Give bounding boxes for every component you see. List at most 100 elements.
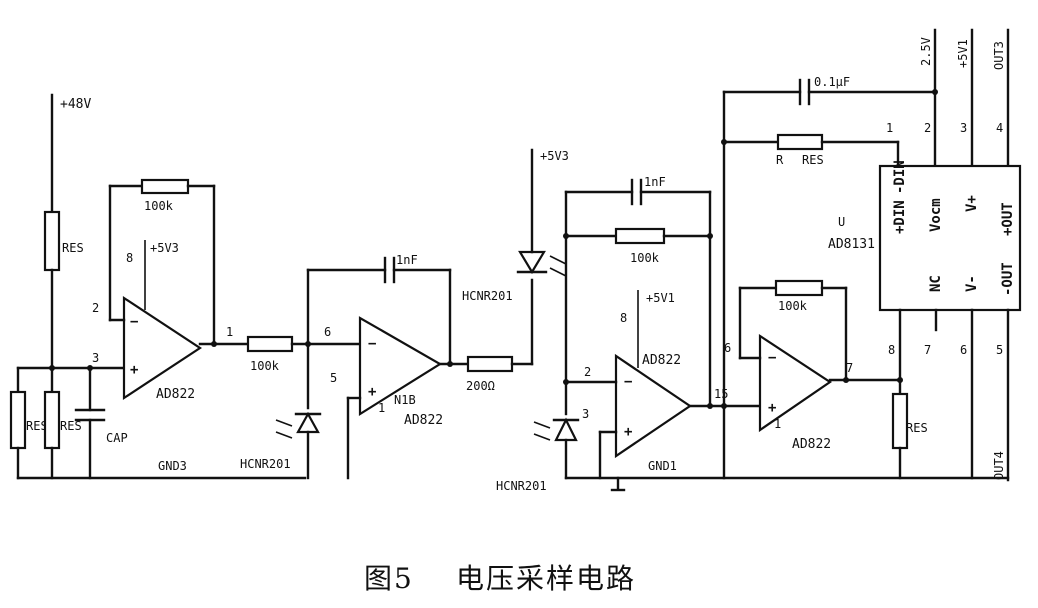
led-resistor-200-label: 200Ω bbox=[466, 379, 495, 393]
u1-feedback-resistor bbox=[140, 178, 190, 195]
ad822-buffer-triangle bbox=[122, 295, 203, 401]
ad8131-pin7-label: 7 bbox=[924, 343, 931, 357]
u4-pin7-label: 7 bbox=[846, 361, 853, 375]
u3-opamp-triangle bbox=[614, 353, 692, 459]
led-supply-label: +5V3 bbox=[540, 149, 569, 163]
output-pulldown-resistor bbox=[891, 392, 909, 450]
pin-nc-label: NC bbox=[928, 275, 944, 292]
divider-resistor-top-label: RES bbox=[62, 241, 84, 255]
u1-part-label: AD822 bbox=[156, 387, 195, 402]
opamp-n1b-stage: 6 HCNR201 1nF − + 5 1 N1B AD822 200Ω bbox=[240, 148, 569, 480]
n1b-plus-sign: + bbox=[368, 384, 376, 400]
u1-minus-sign: − bbox=[130, 314, 138, 330]
led-resistor-200 bbox=[466, 355, 514, 373]
u4-pin1-label: 1 bbox=[774, 417, 781, 431]
u3-plus-sign: + bbox=[624, 424, 632, 440]
u4-minus-sign: − bbox=[768, 350, 776, 366]
n1b-opamp-triangle bbox=[358, 316, 443, 416]
u4-opamp-triangle bbox=[758, 333, 832, 433]
ad8131-pin4-label: 4 bbox=[996, 121, 1003, 135]
r-res-designator: R bbox=[776, 153, 784, 167]
ad8131-part-label: AD8131 bbox=[828, 237, 875, 252]
photodiode-2-pin3-label: 3 bbox=[582, 407, 589, 421]
pin-vn-label: V- bbox=[964, 275, 980, 292]
divider-resistor-mid-label: RES bbox=[60, 419, 82, 433]
vplus-5v1-label: +5V1 bbox=[956, 39, 970, 68]
n1b-name-label: N1B bbox=[394, 393, 416, 407]
u1-pin8-label: 8 bbox=[126, 251, 133, 265]
r-res-resistor bbox=[776, 133, 824, 151]
divider-resistor-mid bbox=[43, 390, 61, 450]
n1b-minus-sign: − bbox=[368, 336, 376, 352]
u1-pin2-label: 2 bbox=[92, 301, 99, 315]
pin-dinp-label: +DIN bbox=[892, 200, 908, 234]
ad8131-pin1-label: 1 bbox=[886, 121, 893, 135]
node-3-label: 3 bbox=[92, 351, 99, 365]
out3-label: OUT3 bbox=[992, 41, 1006, 70]
u3-part-label: AD822 bbox=[642, 353, 681, 368]
photodiode-1-label: HCNR201 bbox=[240, 457, 291, 471]
gnd1-label: GND1 bbox=[648, 459, 677, 473]
u3-supply-label: +5V1 bbox=[646, 291, 675, 305]
led-part-label: HCNR201 bbox=[462, 289, 513, 303]
u3-feedback-cap-label: 1nF bbox=[644, 175, 666, 189]
pin-dinn-label: -DIN bbox=[892, 160, 908, 194]
pin-vp-label: V+ bbox=[964, 195, 980, 212]
r-res-label: RES bbox=[802, 153, 824, 167]
n1b-pin5-label: 5 bbox=[330, 371, 337, 385]
gnd3-label: GND3 bbox=[158, 459, 187, 473]
u3-feedback-resistor-label: 100k bbox=[630, 251, 660, 265]
u4-feedback-resistor-label: 100k bbox=[778, 299, 808, 313]
figure-caption: 图5 电压采样电路 bbox=[364, 562, 636, 595]
ad8131-pin5-label: 5 bbox=[996, 343, 1003, 357]
u4-pin6-label: 6 bbox=[724, 341, 731, 355]
photodiode-2 bbox=[554, 417, 578, 442]
pin-outn-label: -OUT bbox=[1000, 262, 1016, 296]
c01uf-label: 0.1μF bbox=[814, 75, 850, 89]
ad8131-pin2-label: 2 bbox=[924, 121, 931, 135]
u4-plus-sign: + bbox=[768, 400, 776, 416]
vref-2-5v-label: 2.5V bbox=[919, 37, 933, 66]
ad8131-designator: U bbox=[838, 215, 845, 229]
u1-supply-label: +5V3 bbox=[150, 241, 179, 255]
u4-feedback-resistor bbox=[774, 279, 824, 297]
u3-feedback-resistor bbox=[614, 227, 666, 245]
u3-minus-sign: − bbox=[624, 374, 632, 390]
u3-pin2-label: 2 bbox=[584, 365, 591, 379]
divider-resistor-left-label: RES bbox=[26, 419, 48, 433]
input-divider-stage: +48V RES 3 RES RES CAP GND3 bbox=[9, 93, 307, 480]
u3-pin8-label: 8 bbox=[620, 311, 627, 325]
divider-resistor-top bbox=[43, 210, 61, 272]
divider-resistor-left bbox=[9, 390, 27, 450]
series-resistor-100k bbox=[246, 335, 294, 353]
u1-plus-sign: + bbox=[130, 362, 138, 378]
series-resistor-100k-label: 100k bbox=[250, 359, 280, 373]
n1b-part-label: AD822 bbox=[404, 413, 443, 428]
u1-feedback-resistor-label: 100k bbox=[144, 199, 174, 213]
pin-outp-label: +OUT bbox=[1000, 202, 1016, 236]
filter-cap-label: CAP bbox=[106, 431, 128, 445]
u4-part-label: AD822 bbox=[792, 437, 831, 452]
u1-pin1-label: 1 bbox=[226, 325, 233, 339]
n1b-pin1-label: 1 bbox=[378, 401, 385, 415]
caption-title: 电压采样电路 bbox=[456, 562, 636, 595]
pin-vocm-label: Vocm bbox=[928, 198, 944, 232]
photodiode-2-label: HCNR201 bbox=[496, 479, 547, 493]
ad8131-chip bbox=[878, 164, 1022, 312]
differential-driver-stage: 0.1μF R RES 1 2 3 4 2.5V +5V1 OUT3 U AD8… bbox=[564, 28, 1022, 482]
ad8131-pin8-label: 8 bbox=[888, 343, 895, 357]
caption-figure-number: 图5 bbox=[364, 562, 414, 595]
u3-pin15-label: 15 bbox=[714, 387, 728, 401]
n1b-pin6-label: 6 bbox=[324, 325, 331, 339]
out4-label: OUT4 bbox=[992, 451, 1006, 480]
ad8131-pin6-label: 6 bbox=[960, 343, 967, 357]
output-pulldown-resistor-label: RES bbox=[906, 421, 928, 435]
supply-48v-label: +48V bbox=[60, 97, 91, 112]
optocoupler-led bbox=[518, 250, 546, 275]
ad8131-pin3-label: 3 bbox=[960, 121, 967, 135]
photodiode-1 bbox=[296, 411, 320, 434]
opamp-u1-buffer: − + +5V3 8 2 AD822 100k 1 100k bbox=[92, 178, 362, 402]
n1b-feedback-cap-label: 1nF bbox=[396, 253, 418, 267]
output-photodiode-stage: 1nF 100k − + 2 +5V1 8 AD822 GND1 3 HCNR2… bbox=[496, 175, 762, 493]
